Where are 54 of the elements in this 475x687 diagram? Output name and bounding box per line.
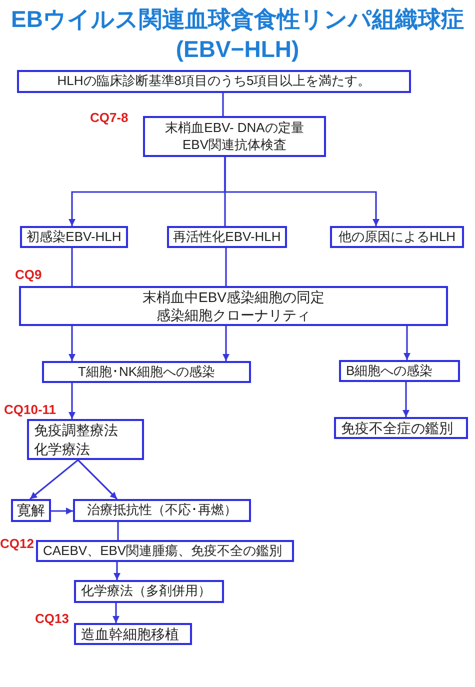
- arrow: [68, 383, 76, 419]
- arrow: [112, 603, 120, 623]
- arrow: [30, 459, 78, 500]
- box-text: 寛解: [17, 501, 45, 520]
- arrow: [224, 157, 380, 226]
- box-text: 末梢血中EBV感染細胞の同定: [142, 288, 324, 306]
- arrow: [68, 326, 76, 361]
- process-box: [20, 226, 128, 248]
- arrow: [222, 326, 230, 361]
- arrow: [77, 459, 118, 500]
- cq-label: CQ7-8: [90, 110, 128, 126]
- process-box: [330, 226, 464, 248]
- box-text: 免疫調整療法: [34, 421, 118, 440]
- box-text: 末梢血EBV- DNAの定量: [165, 120, 304, 136]
- box-text: 再活性化EBV-HLH: [173, 228, 281, 246]
- arrow: [404, 326, 410, 360]
- box-text: 初感染EBV-HLH: [26, 228, 122, 246]
- cq-label: CQ12: [0, 536, 34, 552]
- process-box: [42, 361, 251, 383]
- cq-label: CQ13: [35, 611, 69, 627]
- process-box: [11, 499, 51, 522]
- process-box: [74, 623, 192, 645]
- box-text: 治療抵抗性（不応･再燃）: [87, 502, 237, 519]
- process-box: [19, 286, 448, 326]
- arrow: [51, 508, 73, 514]
- process-box: [143, 116, 326, 157]
- process-box: [73, 499, 251, 522]
- connector-line: [117, 522, 119, 540]
- box-text: T細胞･NK細胞への感染: [78, 364, 215, 380]
- process-box: [334, 417, 468, 439]
- box-text: 化学療法（多剤併用）: [81, 583, 211, 600]
- process-box: [17, 70, 411, 93]
- cq-label: CQ9: [15, 267, 42, 283]
- arrow: [114, 562, 120, 580]
- box-text: 化学療法: [34, 440, 90, 458]
- box-text: B細胞への感染: [346, 362, 433, 380]
- connector-line: [225, 248, 227, 286]
- arrow: [402, 382, 410, 417]
- box-text: EBV関連抗体検査: [182, 136, 286, 154]
- connector-line: [71, 248, 73, 286]
- diagram-title: EBウイルス関連血球貪食性リンパ組織球症(EBV−HLH): [10, 5, 465, 64]
- process-box: [27, 419, 144, 460]
- box-text: 造血幹細胞移植: [81, 624, 179, 644]
- box-text: 免疫不全症の鑑別: [341, 418, 453, 438]
- process-box: [36, 540, 294, 562]
- box-text: 他の原因によるHLH: [338, 228, 456, 246]
- box-text: CAEBV、EBV関連腫瘍、免疫不全の鑑別: [43, 542, 282, 560]
- box-text: HLHの臨床診断基準8項目のうち5項目以上を満たす。: [57, 73, 371, 90]
- cq-label: CQ10-11: [4, 402, 56, 418]
- process-box: [74, 580, 224, 603]
- process-box: [339, 360, 460, 382]
- connector-line: [222, 93, 224, 116]
- box-text: 感染細胞クローナリティ: [156, 306, 310, 324]
- process-box: [167, 226, 287, 248]
